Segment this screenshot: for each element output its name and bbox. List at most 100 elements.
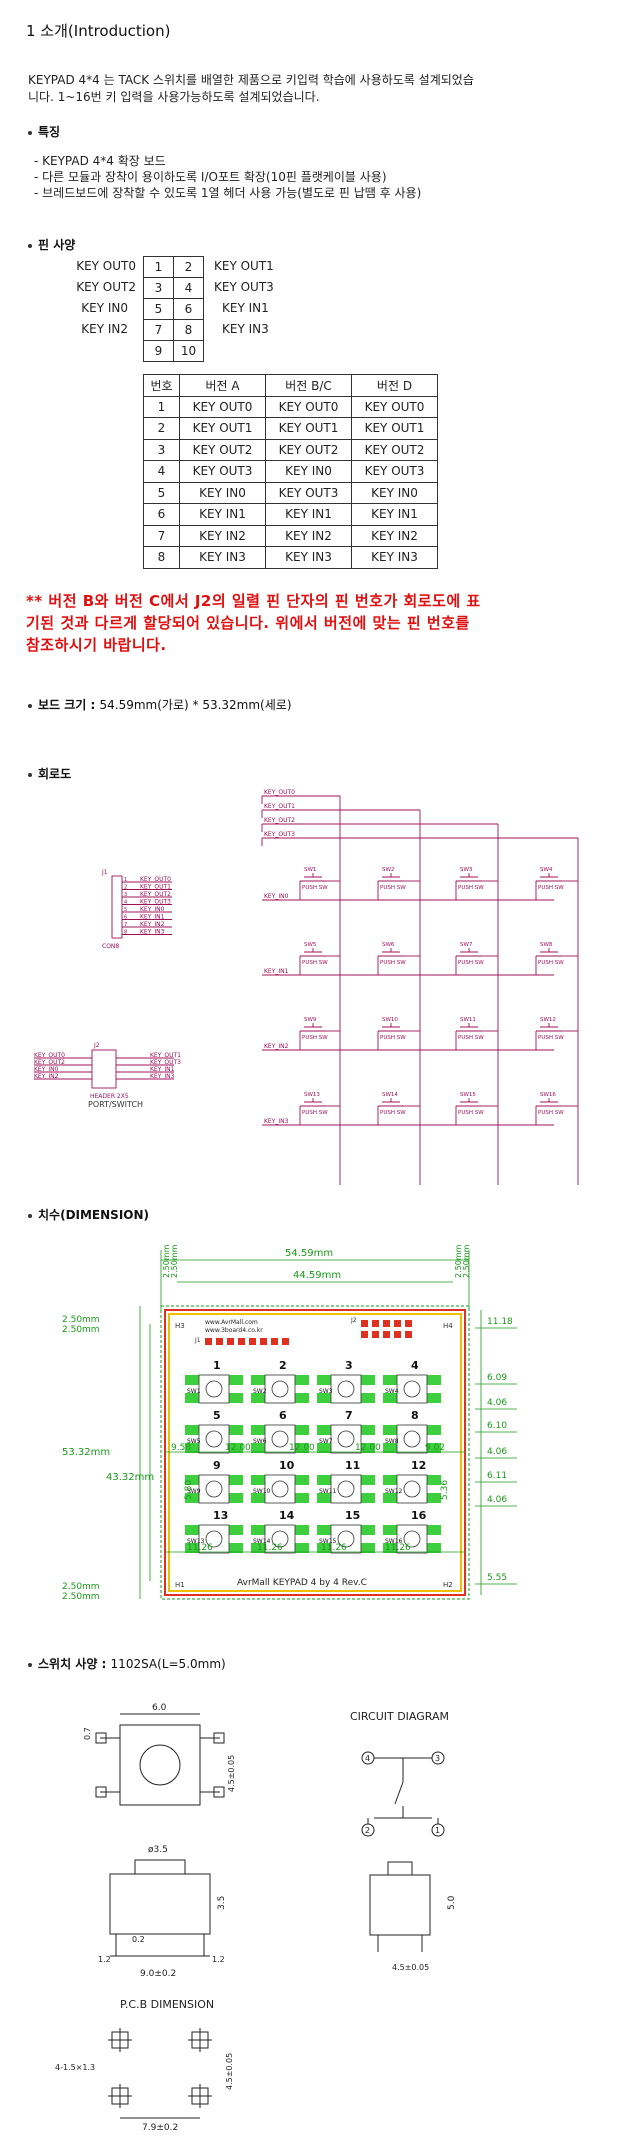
key-knob — [337, 1480, 355, 1498]
key-pad — [251, 1475, 265, 1485]
key-pad — [427, 1443, 441, 1453]
list-item: - 브레드보드에 장착할 수 있도록 1열 헤더 사용 가능(별도로 핀 납땜 … — [34, 186, 422, 200]
key-pad — [361, 1443, 375, 1453]
key-number: 9 — [213, 1459, 221, 1472]
dim-base-offset: 0.2 — [132, 1935, 145, 1944]
key-body — [264, 1474, 296, 1504]
j2-footer: HEADER 2X5 — [90, 1093, 129, 1100]
net-label: KEY_IN2 — [264, 1043, 289, 1050]
pin-cell: 10 — [173, 340, 204, 362]
table-cell: 5 — [143, 481, 180, 504]
table-cell: 7 — [143, 524, 180, 547]
table-cell: 8 — [143, 546, 180, 569]
pin-cell: 9 — [143, 340, 174, 362]
dim-knob: ø3.5 — [148, 1845, 168, 1855]
table-cell: KEY OUT2 — [179, 438, 266, 461]
key-sw-label: SW4 — [385, 1388, 399, 1395]
table-cell: KEY IN0 — [351, 481, 438, 504]
j2-pad — [405, 1331, 412, 1338]
dim-body-width: 9.0±0.2 — [140, 1969, 176, 1979]
switch-label: PUSH SW — [380, 1110, 406, 1116]
dim-text: 2.50mm — [170, 1244, 179, 1278]
key-pad — [229, 1543, 243, 1553]
j1-pin-no: 4 — [124, 900, 127, 906]
key-sw-label: SW7 — [319, 1438, 333, 1445]
key-pad — [185, 1543, 199, 1553]
dim-text: 12.00 — [355, 1443, 381, 1453]
dim-text: 2.50mm — [62, 1325, 100, 1335]
table-cell: KEY IN2 — [265, 524, 352, 547]
key-pad — [383, 1393, 397, 1403]
key-body — [330, 1424, 362, 1454]
circuit-title: CIRCUIT DIAGRAM — [350, 1710, 449, 1723]
circuit-pin-number: 3 — [435, 1754, 440, 1763]
pin-cell: 3 — [143, 277, 174, 299]
dim-text: 6.10 — [487, 1421, 507, 1431]
key-pad — [295, 1443, 309, 1453]
pin-label: KEY OUT2 — [76, 280, 136, 294]
j2-pin-label: KEY_IN1 — [150, 1066, 175, 1073]
key-sw-label: SW2 — [253, 1388, 267, 1395]
j2-pad — [394, 1320, 401, 1327]
features-heading: 특징 — [28, 123, 60, 140]
j2-pin-label: KEY_IN3 — [150, 1073, 175, 1080]
dim-text: 12.00 — [289, 1443, 315, 1453]
key-number: 8 — [411, 1409, 419, 1422]
key-pad — [317, 1375, 331, 1385]
pin-cell: 5 — [143, 298, 174, 320]
j2-pad — [372, 1320, 379, 1327]
key-pad — [383, 1493, 397, 1503]
key-knob — [337, 1380, 355, 1398]
key-pad — [427, 1493, 441, 1503]
board-title: AvrMall KEYPAD 4 by 4 Rev.C — [237, 1578, 367, 1588]
dim-text: 11.26 — [187, 1543, 213, 1553]
key-pad — [185, 1475, 199, 1485]
switch-name: SW3 — [460, 867, 473, 873]
dim-lead: 1.2 — [212, 1955, 225, 1964]
j2-pad — [372, 1331, 379, 1338]
table-cell: KEY IN2 — [351, 524, 438, 547]
j1-pin-no: 1 — [124, 877, 127, 883]
net-label: KEY_IN1 — [264, 968, 289, 975]
page-title: 1 소개(Introduction) — [26, 22, 171, 40]
net-label: KEY_OUT1 — [264, 803, 295, 810]
key-pad — [317, 1393, 331, 1403]
j2-pin-label: KEY_OUT2 — [34, 1059, 65, 1066]
j1-body — [111, 875, 123, 939]
pin-label: KEY IN1 — [222, 301, 269, 315]
dim-text: 5.55 — [487, 1573, 507, 1583]
key-pad — [251, 1375, 265, 1385]
j1-pin-no: 6 — [124, 915, 127, 921]
dim-text: 11.26 — [257, 1543, 283, 1553]
j1-pad — [205, 1338, 212, 1345]
table-cell: KEY OUT3 — [351, 460, 438, 483]
version-warning: ** 버전 B와 버전 C에서 J2의 일렬 핀 단자의 핀 번호가 회로도에 … — [26, 590, 616, 656]
key-knob — [403, 1430, 421, 1448]
pin-label: KEY OUT0 — [76, 259, 136, 273]
key-sw-label: SW16 — [385, 1538, 403, 1545]
key-pad — [295, 1475, 309, 1485]
switch-spec-heading: 스위치 사양 : 1102SA(L=5.0mm) — [28, 1655, 226, 1672]
key-body — [264, 1424, 296, 1454]
switch-label: PUSH SW — [302, 1110, 328, 1116]
dim-side-small: 0.7 — [83, 1727, 92, 1740]
board-inner — [168, 1313, 462, 1592]
pin-cell: 7 — [143, 319, 174, 341]
switch-body-side — [109, 1873, 211, 1935]
key-pad — [229, 1475, 243, 1485]
dim-text: 2.50mm — [62, 1315, 100, 1325]
dim-text: 2.50mm — [62, 1582, 100, 1592]
key-knob — [337, 1430, 355, 1448]
dim-text: 4.06 — [487, 1495, 507, 1505]
key-body — [198, 1474, 230, 1504]
key-number: 13 — [213, 1509, 228, 1522]
switch-label: PUSH SW — [538, 1035, 564, 1041]
key-pad — [383, 1375, 397, 1385]
j1-pad — [271, 1338, 278, 1345]
key-pad — [427, 1425, 441, 1435]
circuit-pin-number: 2 — [365, 1826, 370, 1835]
dim-text: 11.26 — [385, 1543, 411, 1553]
key-pad — [185, 1393, 199, 1403]
net-label: KEY_OUT2 — [264, 817, 295, 824]
dim-text: 2.50mm — [162, 1244, 171, 1278]
